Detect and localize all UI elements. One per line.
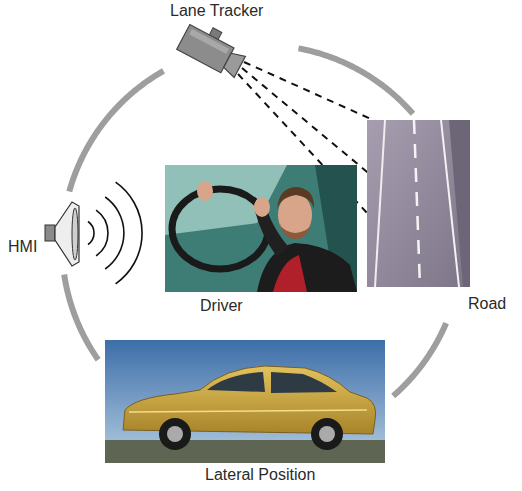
speaker-icon-part bbox=[55, 202, 79, 266]
road-photo bbox=[367, 120, 470, 287]
road-photo-part bbox=[367, 120, 470, 287]
car-photo-part bbox=[129, 410, 367, 412]
car-photo-part bbox=[159, 418, 191, 450]
camera-node: Lane Tracker bbox=[168, 2, 293, 80]
driver-photo-part bbox=[257, 243, 357, 292]
view-lines-part bbox=[242, 68, 372, 176]
node-label: HMI bbox=[8, 238, 37, 256]
hmi-node: HMI bbox=[8, 196, 82, 270]
driver-photo bbox=[165, 165, 357, 292]
driver-photo-part bbox=[172, 189, 268, 269]
loop-arc bbox=[69, 71, 163, 192]
driver-photo-part bbox=[277, 187, 314, 209]
speaker-icon-part bbox=[72, 208, 78, 260]
loop-arc bbox=[393, 323, 446, 396]
camera-icon bbox=[177, 17, 250, 79]
node-label: Lane Tracker bbox=[170, 2, 263, 20]
vehicle-node: Lateral Position bbox=[103, 338, 389, 488]
driver-photo-part bbox=[165, 165, 357, 292]
speaker-icon bbox=[45, 202, 79, 266]
car-photo bbox=[105, 340, 385, 463]
car-photo-part bbox=[319, 426, 335, 442]
sound-waves bbox=[88, 182, 142, 284]
road-photo-part bbox=[414, 120, 420, 287]
car-photo-part bbox=[167, 426, 183, 442]
sound-waves-part bbox=[116, 182, 142, 284]
sound-waves-part bbox=[88, 222, 94, 245]
driver-photo-part bbox=[279, 221, 312, 239]
camera-icon-part bbox=[222, 50, 246, 78]
road-node: Road bbox=[365, 118, 518, 318]
node-label: Lateral Position bbox=[205, 466, 315, 484]
car-photo-part bbox=[105, 340, 385, 463]
sound-waves-part bbox=[105, 197, 124, 269]
camera-icon-part bbox=[189, 29, 229, 54]
loop-arc bbox=[64, 275, 98, 360]
road-photo-part bbox=[441, 120, 459, 287]
driver-node: Driver bbox=[163, 163, 359, 317]
connectors bbox=[64, 48, 446, 396]
driver-photo-part bbox=[273, 255, 307, 292]
speaker-icon-part bbox=[45, 225, 55, 241]
car-photo-part bbox=[207, 372, 265, 392]
road-photo-part bbox=[449, 120, 470, 287]
loop-arc bbox=[298, 48, 412, 113]
node-label: Road bbox=[468, 295, 506, 313]
driver-photo-part bbox=[254, 197, 270, 217]
driver-photo-part bbox=[197, 181, 213, 201]
node-label: Driver bbox=[200, 297, 243, 315]
car-photo-part bbox=[311, 418, 343, 450]
road-photo-part bbox=[375, 120, 385, 287]
sound-waves-part bbox=[96, 210, 108, 256]
car-photo-part bbox=[105, 440, 385, 463]
car-photo-part bbox=[271, 372, 337, 393]
